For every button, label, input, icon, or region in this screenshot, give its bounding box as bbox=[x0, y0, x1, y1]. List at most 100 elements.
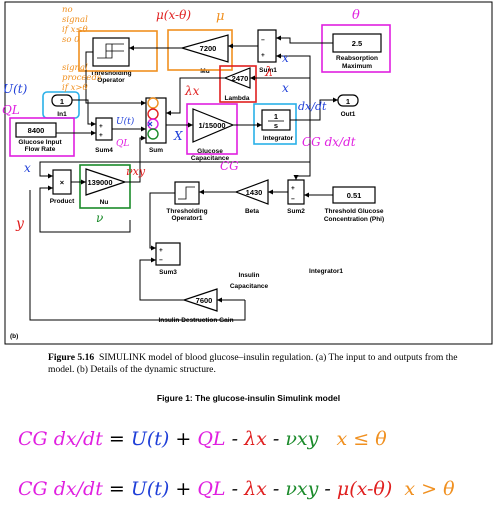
caption-figure-number: Figure 5.16 bbox=[48, 352, 95, 363]
svg-text:+: + bbox=[99, 132, 103, 139]
thresholding-operator1-block[interactable]: Thresholding Operator1 bbox=[166, 181, 208, 222]
threshold-glucose-block[interactable]: 0.51 Threshold Glucose Concentration (Ph… bbox=[324, 186, 384, 223]
equation-1: CG dx/dt = U(t) + QL - λx - νxy x ≤ θ bbox=[18, 428, 387, 450]
simulink-diagram: (b) Thresholding Operator 7200 Mu − + Su… bbox=[2, 1, 493, 345]
insulin-capacitance-label: Insulin Capacitance Integrator1 bbox=[230, 268, 344, 290]
annot-nuxy: νxy bbox=[126, 165, 146, 178]
annot-x-mid: X bbox=[173, 129, 183, 143]
eq1-term-lambda: λx bbox=[244, 428, 267, 450]
integrator-num: 1 bbox=[274, 112, 278, 121]
lambda-highlight bbox=[219, 65, 257, 103]
nu-gain-block[interactable]: 139000 Nu bbox=[85, 168, 127, 206]
insulin-destruction-value: 7600 bbox=[196, 296, 213, 305]
glucose-input-value: 8400 bbox=[28, 126, 45, 135]
annot-u-t: U(t) bbox=[3, 82, 28, 96]
svg-text:Insulin: Insulin bbox=[239, 272, 260, 279]
sum4-label: Sum4 bbox=[95, 147, 113, 154]
svg-text:signal: signal bbox=[62, 63, 88, 73]
integrator-highlight bbox=[253, 103, 297, 145]
eq1-lhs: CG bbox=[18, 428, 48, 450]
eq1-op2: - bbox=[231, 428, 239, 450]
svg-text:if x≤θ: if x≤θ bbox=[62, 25, 88, 35]
glucose-capacitance-value: 1/15000 bbox=[198, 121, 225, 130]
annot-signal-proceeds: signal proceeds if x>θ bbox=[62, 63, 102, 93]
annot-x-left: x bbox=[24, 161, 31, 175]
sum2-label: Sum2 bbox=[287, 208, 305, 215]
svg-text:−: − bbox=[261, 37, 265, 44]
eq2-term-u: U(t) bbox=[130, 478, 170, 500]
sum4-block[interactable]: + + Sum4 bbox=[95, 117, 113, 154]
figure-1-caption: Figure 1: The glucose-insulin Simulink m… bbox=[156, 393, 341, 403]
glucose-capacitance-label1: Glucose bbox=[197, 148, 223, 155]
product-symbol: × bbox=[60, 178, 65, 187]
reabsorption-value: 2.5 bbox=[352, 39, 362, 48]
eq2-op1: + bbox=[175, 478, 192, 500]
annot-x-lambda: x bbox=[282, 81, 289, 95]
reabsorption-highlight bbox=[321, 24, 391, 73]
mu-highlight bbox=[167, 29, 233, 71]
annot-ql-small: QL bbox=[116, 139, 129, 149]
reabsorption-label2: Maximum bbox=[342, 63, 372, 70]
out1-label: Out1 bbox=[341, 111, 356, 118]
eq1-term-ql: QL bbox=[197, 428, 226, 450]
nu-highlight bbox=[79, 164, 131, 209]
annot-ql: QL bbox=[2, 103, 20, 117]
svg-text:so 0: so 0 bbox=[62, 35, 80, 45]
eq2-lhs: CG bbox=[18, 478, 48, 500]
eq2-eq: = bbox=[108, 478, 125, 500]
annot-y: y bbox=[15, 216, 25, 232]
glucose-input-block[interactable]: 8400 Glucose Input Flow Rate bbox=[15, 122, 62, 153]
integrator-block[interactable]: 1 s Integrator bbox=[261, 109, 294, 142]
eq2-condition: x > θ bbox=[404, 478, 455, 500]
eq2-term-mu: μ(x-θ) bbox=[336, 478, 393, 500]
reabsorption-maximum-block[interactable]: 2.5 Reabsorption Maximum bbox=[332, 33, 382, 70]
thresholding-operator-label: Thresholding bbox=[90, 70, 131, 77]
panel-label: (b) bbox=[10, 333, 18, 340]
lambda-gain-block[interactable]: 2470 Lambda bbox=[223, 67, 251, 102]
thresholding-operator1-label1: Thresholding bbox=[166, 208, 207, 215]
eq2-term-nu: νxy bbox=[285, 478, 319, 500]
nu-label: Nu bbox=[100, 199, 109, 206]
eq2-op3: - bbox=[272, 478, 280, 500]
annot-cg-dxdt: CG dx/dt bbox=[302, 135, 356, 149]
thresholding-operator-block[interactable]: Thresholding Operator bbox=[90, 37, 132, 84]
annot-nu: ν bbox=[96, 211, 103, 225]
thresholding-operator-label2: Operator bbox=[97, 77, 125, 84]
annot-u-small: U(t) bbox=[116, 116, 135, 127]
threshold-glucose-value: 0.51 bbox=[347, 191, 362, 200]
product-block[interactable]: × Product bbox=[50, 169, 75, 205]
in1-value: 1 bbox=[60, 97, 64, 106]
annot-cg: CG bbox=[220, 159, 239, 173]
in1-block[interactable]: 1 In1 bbox=[51, 94, 73, 118]
insulin-destruction-block[interactable]: 7600 Insulin Destruction Gain bbox=[158, 288, 234, 324]
diagram-frame bbox=[4, 1, 493, 345]
sum3-block[interactable]: + − Sum3 bbox=[155, 242, 181, 276]
glucose-capacitance-highlight bbox=[186, 103, 238, 155]
mu-label: Mu bbox=[200, 68, 209, 75]
sum3-label: Sum3 bbox=[159, 269, 177, 276]
out1-block[interactable]: 1 Out1 bbox=[337, 94, 359, 118]
eq1-term-nu: νxy bbox=[285, 428, 319, 450]
sum-input-circle-1 bbox=[147, 97, 159, 109]
eq1-op3: - bbox=[272, 428, 280, 450]
beta-gain-block[interactable]: 1430 Beta bbox=[234, 179, 269, 215]
svg-text:+: + bbox=[159, 247, 163, 254]
sum2-block[interactable]: + − Sum2 bbox=[287, 179, 305, 215]
svg-text:+: + bbox=[99, 123, 103, 130]
sum1-label: Sum1 bbox=[259, 67, 277, 74]
equation-2: CG dx/dt = U(t) + QL - λx - νxy - μ(x-θ)… bbox=[18, 478, 455, 500]
thresholding-operator1-label2: Operator1 bbox=[171, 215, 202, 222]
beta-value: 1430 bbox=[246, 188, 263, 197]
integrator-label: Integrator bbox=[263, 135, 294, 142]
annot-no-signal: no signal if x≤θ so 0 bbox=[62, 5, 88, 45]
svg-text:+: + bbox=[261, 52, 265, 59]
annot-mu-x-theta: μ(x-θ) bbox=[156, 8, 191, 22]
beta-label: Beta bbox=[245, 208, 259, 215]
svg-text:signal: signal bbox=[62, 15, 88, 25]
eq1-term-u: U(t) bbox=[130, 428, 170, 450]
threshold-glucose-label1: Threshold Glucose bbox=[325, 208, 384, 215]
annot-mu: μ bbox=[216, 9, 224, 24]
product-label: Product bbox=[50, 198, 75, 205]
mu-gain-block[interactable]: 7200 Mu bbox=[179, 34, 229, 75]
svg-text:Integrator1: Integrator1 bbox=[309, 268, 343, 275]
